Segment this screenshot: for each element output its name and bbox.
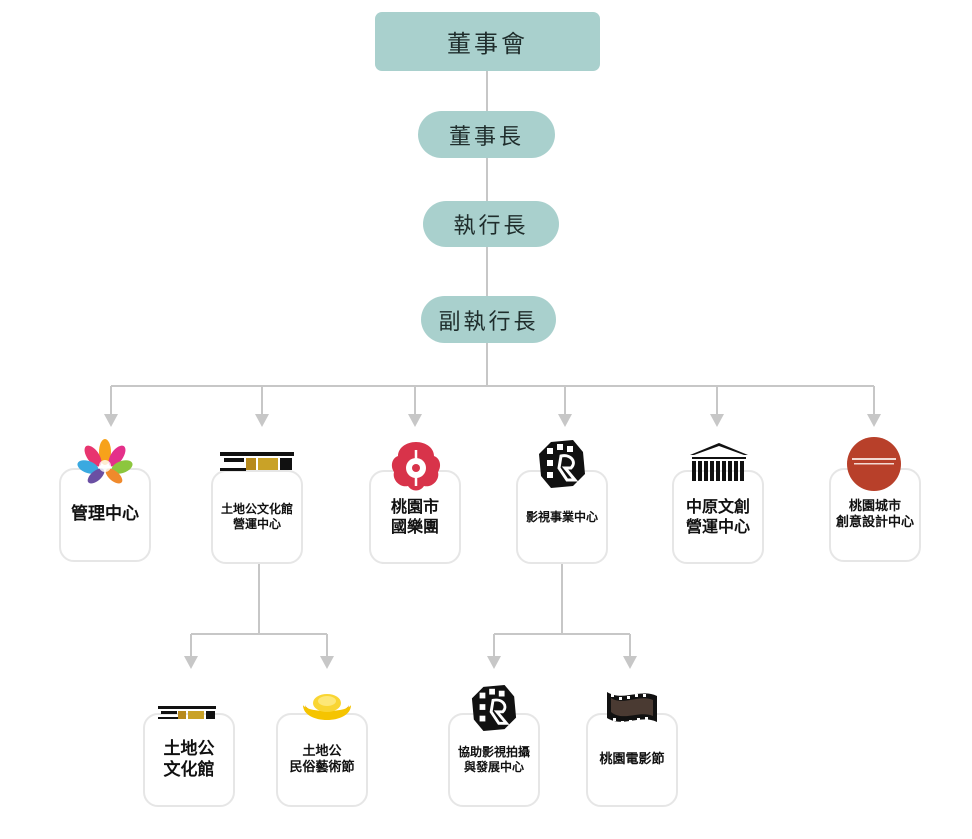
film-festival-card: 桃園電影節 xyxy=(586,713,678,807)
card-label: 管理中心 xyxy=(71,504,139,525)
museum-roof-logo-icon xyxy=(220,452,294,471)
city-design-card: 桃園城市 創意設計中心 xyxy=(829,468,921,562)
card-label: 土地公 xyxy=(302,743,342,759)
ceo-node: 執行長 xyxy=(423,201,559,247)
arrow-down-icon xyxy=(558,414,572,427)
arrow-down-icon xyxy=(184,656,198,669)
land-god-center-card: 土地公文化館 營運中心 xyxy=(211,470,303,564)
film-reel-logo-icon xyxy=(539,440,585,488)
museum-roof-logo-icon xyxy=(158,706,216,719)
card-label: 土地公文化館 xyxy=(220,502,293,516)
card-label: 創意設計中心 xyxy=(835,515,914,530)
arrow-down-icon xyxy=(104,414,118,427)
arrow-down-icon xyxy=(408,414,422,427)
arrow-down-icon xyxy=(255,414,269,427)
flower-logo-icon xyxy=(77,439,133,484)
card-label: 協助影視拍攝 xyxy=(457,745,530,759)
arrow-down-icon xyxy=(320,656,334,669)
city-design-logo-icon xyxy=(847,437,901,491)
film-reel-logo-icon xyxy=(471,684,517,732)
card-label: 桃園城市 xyxy=(848,498,901,514)
deputy-ceo-node: 副執行長 xyxy=(421,296,556,343)
card-label: 與發展中心 xyxy=(463,760,524,774)
arrow-down-icon xyxy=(710,414,724,427)
gold-ingot-logo-icon xyxy=(303,694,351,720)
card-label: 中原文創 xyxy=(685,497,750,516)
card-label: 營運中心 xyxy=(685,517,750,536)
card-label: 土地公 xyxy=(163,738,215,759)
card-label: 文化館 xyxy=(163,760,215,780)
arrow-down-icon xyxy=(487,656,501,669)
film-strip-logo-icon xyxy=(607,692,657,724)
card-label: 桃園電影節 xyxy=(599,751,665,767)
card-label: 影視事業中心 xyxy=(525,509,598,524)
arrow-down-icon xyxy=(623,656,637,669)
card-label: 桃園市 xyxy=(390,497,439,516)
card-label: 國樂團 xyxy=(390,517,439,536)
board-node: 董事會 xyxy=(375,12,600,71)
zhongyuan-card: 中原文創 營運中心 xyxy=(672,470,764,564)
card-label: 民俗藝術節 xyxy=(289,760,355,775)
arrow-down-icon xyxy=(867,414,881,427)
building-logo-icon xyxy=(690,443,748,481)
management-center-card: 管理中心 xyxy=(59,468,151,562)
folk-festival-card: 土地公 民俗藝術節 xyxy=(276,713,368,807)
orchestra-emblem-logo-icon xyxy=(391,442,441,491)
chairman-node: 董事長 xyxy=(418,111,555,158)
orchestra-card: 桃園市 國樂團 xyxy=(369,470,461,564)
card-label: 營運中心 xyxy=(232,517,281,531)
land-god-museum-card: 土地公 文化館 xyxy=(143,713,235,807)
